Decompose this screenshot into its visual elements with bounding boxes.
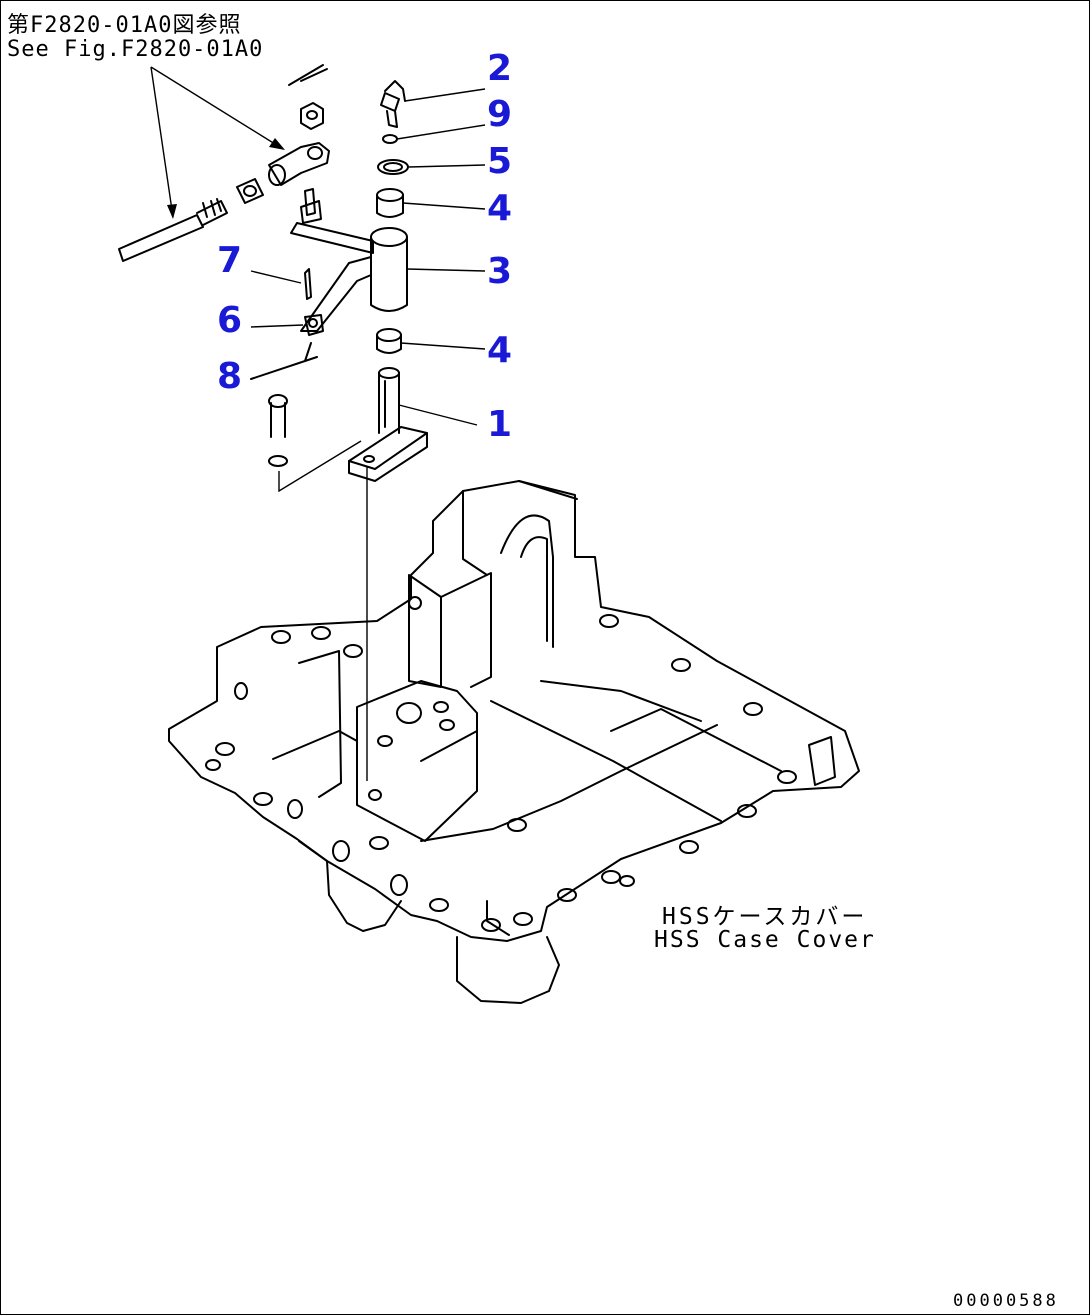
drawing-code: 00000588 [953,1291,1059,1311]
callout-8: 8 [217,356,243,397]
reference-arrows [150,66,285,219]
hss-case-cover [168,480,860,1004]
assembly-label-japanese: HSSケースカバー [662,904,868,930]
callout-7: 7 [217,240,243,281]
callout-4-upper: 4 [487,188,513,229]
rod-linkage [118,64,374,262]
callout-4-lower: 4 [487,330,513,371]
assembly-label-english: HSS Case Cover [654,927,876,953]
callout-3: 3 [487,251,513,292]
callout-9: 9 [487,94,513,135]
callout-leaders [250,88,486,426]
callout-6: 6 [217,300,243,341]
shaft-plate [268,367,428,781]
reference-note-english: See Fig.F2820-01A0 [7,37,264,62]
reference-note-japanese: 第F2820-01A0図参照 [7,13,242,38]
callout-5: 5 [487,141,513,182]
sleeve-stack [370,80,409,354]
callout-2: 2 [487,48,513,89]
callout-1: 1 [487,404,513,445]
